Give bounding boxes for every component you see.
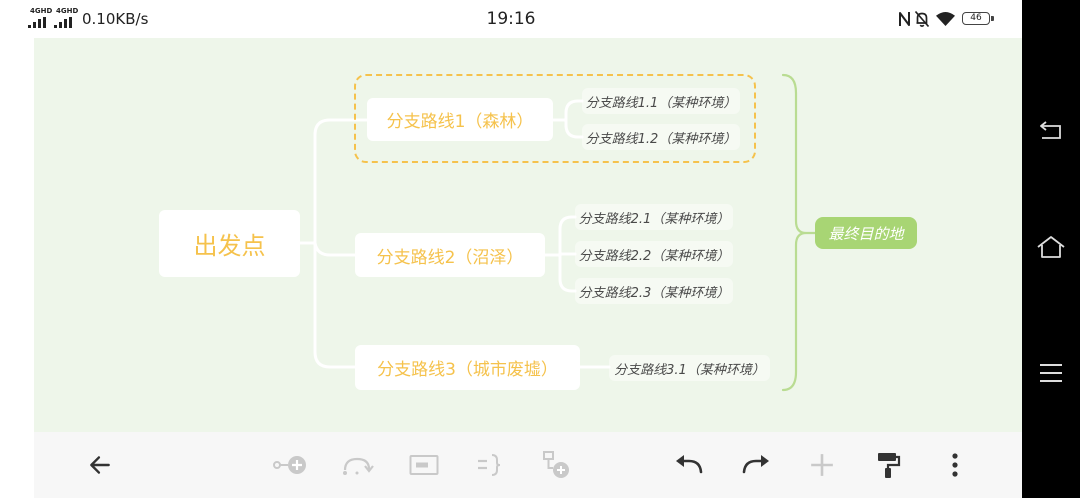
subtopic-2-1[interactable]: 分支路线2.1（某种环境）: [575, 204, 733, 230]
branch-topic-1[interactable]: 分支路线1（森林）: [367, 98, 553, 141]
format-painter-icon: [878, 453, 901, 478]
nav-back-icon: [1040, 121, 1061, 139]
signal-1-label: 4GHD: [30, 7, 53, 15]
floating-topic-icon: [543, 451, 569, 478]
connector-sub-2-3: [558, 253, 577, 293]
summary-bracket-icon: [478, 454, 501, 476]
summary-topic[interactable]: 最终目的地: [815, 217, 917, 249]
redo-button[interactable]: [736, 445, 776, 485]
more-options-icon: [952, 453, 958, 477]
mindmap-canvas[interactable]: 出发点 分支路线1（森林） 分支路线1.1（某种环境） 分支路线1.2（某种环境…: [34, 38, 1022, 432]
subtopic-2-2[interactable]: 分支路线2.2（某种环境）: [575, 241, 733, 267]
undo-icon: [676, 455, 703, 474]
connector-sub-2-1: [543, 215, 577, 257]
nav-menu-button[interactable]: [1031, 353, 1071, 393]
add-topic-icon: [811, 454, 833, 476]
summary-brace: [781, 73, 807, 392]
boundary-button[interactable]: [404, 445, 444, 485]
nfc-icon: [899, 12, 910, 26]
signal-strength-icon: 4GHD: [54, 8, 78, 28]
signal-bars: [28, 17, 46, 28]
format-painter-button[interactable]: [869, 445, 909, 485]
nav-menu-icon: [1040, 364, 1062, 382]
nav-home-button[interactable]: [1031, 227, 1071, 267]
subtopic-2-3[interactable]: 分支路线2.3（某种环境）: [575, 278, 733, 304]
relationship-button[interactable]: [337, 445, 377, 485]
back-arrow-icon: [90, 456, 110, 474]
root-topic[interactable]: 出发点: [159, 210, 300, 277]
signal-2-label: 4GHD: [56, 7, 79, 15]
mindmap-connectors: [298, 73, 817, 392]
status-bar: 4GHD 4GHD 0.10KB/s 19:16 46: [0, 0, 1022, 38]
battery-icon: 46: [962, 12, 990, 25]
signal-bars: [54, 17, 72, 28]
floating-topic-button[interactable]: [536, 445, 576, 485]
connector-sub-1-1: [551, 99, 584, 122]
nav-back-button[interactable]: [1031, 110, 1071, 150]
network-speed: 0.10KB/s: [82, 10, 149, 28]
connector-branch-3: [313, 241, 357, 369]
boundary-icon: [409, 455, 439, 475]
bell-off-icon: [914, 10, 930, 28]
add-child-topic-icon: [273, 456, 306, 474]
connector-branch-2: [313, 241, 357, 257]
subtopic-1-1[interactable]: 分支路线1.1（某种环境）: [582, 88, 740, 114]
system-navigation-bar: [1022, 0, 1080, 498]
summary-bracket-button[interactable]: [470, 445, 510, 485]
subtopic-1-2[interactable]: 分支路线1.2（某种环境）: [582, 124, 740, 150]
more-options-button[interactable]: [935, 445, 975, 485]
bottom-toolbar: [34, 432, 1022, 498]
undo-button[interactable]: [669, 445, 709, 485]
connector-sub-1-2: [564, 118, 584, 139]
back-button[interactable]: [80, 445, 120, 485]
battery-nub: [991, 16, 994, 21]
relationship-icon: [343, 457, 374, 475]
redo-icon: [742, 455, 769, 474]
branch-topic-2[interactable]: 分支路线2（沼泽）: [355, 233, 545, 277]
nav-home-icon: [1037, 236, 1065, 258]
subtopic-3-1[interactable]: 分支路线3.1（某种环境）: [609, 355, 770, 381]
selection-outline: [354, 74, 756, 163]
wifi-icon: [936, 12, 955, 26]
branch-topic-3[interactable]: 分支路线3（城市废墟）: [355, 345, 580, 390]
add-topic-button[interactable]: [802, 445, 842, 485]
connector-branch-1: [313, 118, 369, 245]
signal-strength-icon: 4GHD: [28, 8, 52, 28]
status-clock: 19:16: [486, 9, 536, 29]
add-child-topic-button[interactable]: [268, 445, 312, 485]
